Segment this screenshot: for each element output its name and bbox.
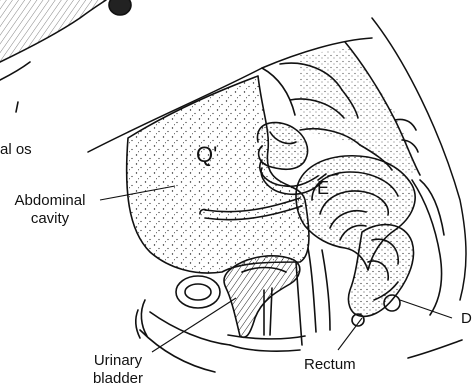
cervical-os-label-fragment: al os bbox=[0, 141, 32, 159]
perineum-contour bbox=[150, 312, 230, 345]
d-leader bbox=[400, 300, 452, 318]
right-edge-label-fragment: D bbox=[461, 310, 472, 328]
urinary-bladder-label-line-2: bladder bbox=[76, 370, 160, 388]
vaginal-canal bbox=[308, 248, 316, 332]
abdominal-cavity-label-line-1: Abdominal bbox=[2, 192, 98, 210]
pubic-bone bbox=[176, 276, 220, 308]
abdominal-cavity-label-line-2: cavity bbox=[2, 210, 98, 228]
cavity-marker-text: Q' bbox=[196, 142, 217, 167]
posterior-wall bbox=[412, 180, 442, 315]
abdominal-cavity-label: Abdominal cavity bbox=[2, 192, 98, 228]
rectum-label: Rectum bbox=[304, 356, 356, 374]
upper-thigh-fragment bbox=[0, 0, 131, 112]
urinary-bladder-label-line-1: Urinary bbox=[76, 352, 160, 370]
rectum-leader bbox=[338, 318, 362, 350]
uterus-marker-span: E bbox=[317, 178, 329, 198]
uterus-marker-text: E bbox=[317, 178, 329, 198]
urinary-bladder-label: Urinary bladder bbox=[76, 352, 160, 388]
cavity-marker-span: Q' bbox=[196, 142, 217, 167]
abdominal-cavity-region bbox=[127, 76, 309, 273]
